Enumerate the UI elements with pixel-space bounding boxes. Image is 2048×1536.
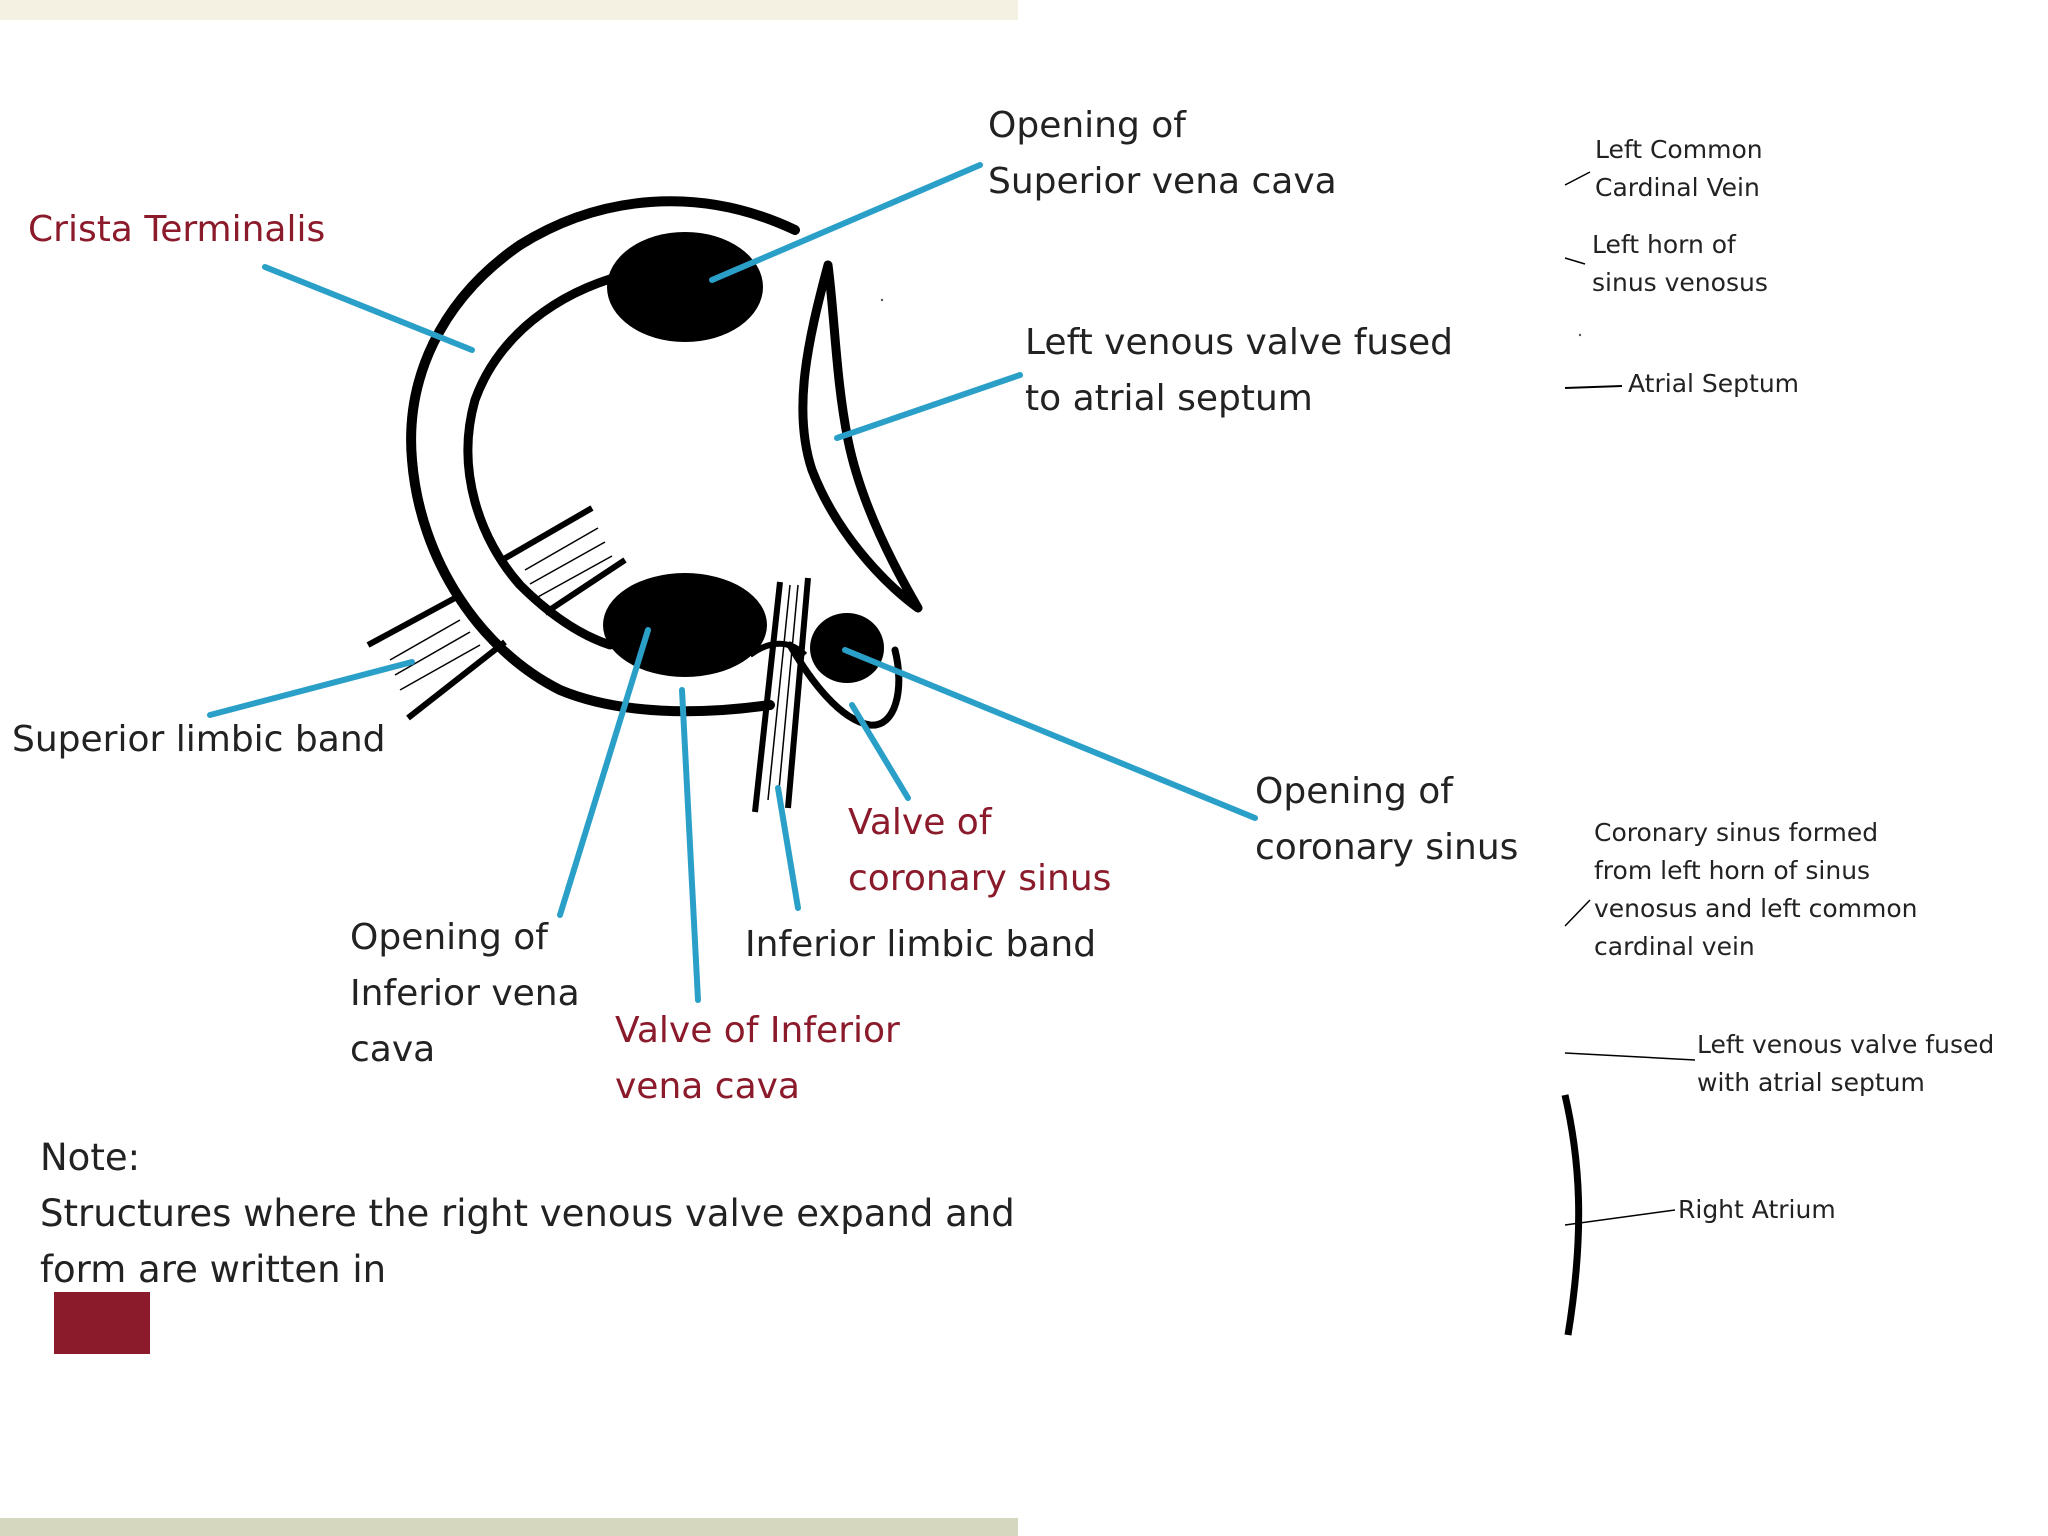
pointer-coronary-opening bbox=[842, 647, 1258, 821]
inferior-limbic-band-hatch bbox=[767, 584, 791, 801]
label-coronary-sinus-valve: Valve of coronary sinus bbox=[848, 795, 1111, 907]
legend-line: from left horn of sinus bbox=[1594, 856, 1871, 885]
pointer-superior-limbic bbox=[207, 659, 415, 718]
legend-left-common-cardinal-vein: Left Common Cardinal Vein bbox=[1595, 131, 1763, 207]
label-coronary-sinus-opening: Opening of coronary sinus bbox=[1255, 764, 1518, 876]
superior-limbic-band-line bbox=[543, 557, 627, 616]
legend-line: Right Atrium bbox=[1678, 1195, 1836, 1224]
pointer-ivc-valve bbox=[679, 687, 701, 1003]
pointer-left-valve bbox=[834, 372, 1023, 441]
label-svc-opening: Opening of Superior vena cava bbox=[988, 98, 1337, 210]
note-block: Note: Structures where the right venous … bbox=[40, 1130, 1015, 1360]
legend-right-atrium: Right Atrium bbox=[1678, 1191, 1836, 1229]
label-line: Opening of bbox=[1255, 771, 1453, 812]
ivc-opening-shape bbox=[603, 573, 767, 677]
legend-line: Left Common bbox=[1595, 135, 1763, 164]
pointer-inferior-limbic bbox=[775, 785, 801, 911]
legend-mark-septum bbox=[1564, 385, 1623, 389]
left-venous-valve-shape bbox=[798, 260, 923, 613]
label-line: Inferior vena bbox=[350, 973, 580, 1014]
legend-line: sinus venosus bbox=[1592, 268, 1768, 297]
legend-left-venous-valve-fused: Left venous valve fused with atrial sept… bbox=[1697, 1026, 1994, 1102]
label-line: vena cava bbox=[615, 1066, 800, 1107]
label-left-venous-valve: Left venous valve fused to atrial septum bbox=[1025, 315, 1453, 427]
legend-mark-horn bbox=[1564, 257, 1586, 265]
note-line-1: Structures where the right venous valve … bbox=[40, 1192, 1015, 1235]
superior-limbic-band-hatch bbox=[529, 541, 606, 585]
label-line: Superior limbic band bbox=[12, 719, 386, 760]
superior-limbic-band-line bbox=[406, 639, 507, 721]
legend-left-horn-sinus-venosus: Left horn of sinus venosus bbox=[1592, 226, 1768, 302]
stray-dot bbox=[880, 298, 884, 302]
superior-limbic-band-hatch bbox=[399, 644, 481, 691]
label-line: cava bbox=[350, 1029, 436, 1070]
stray-dot bbox=[1578, 333, 1582, 337]
label-line: Valve of Inferior bbox=[615, 1010, 900, 1051]
inferior-limbic-band-line bbox=[785, 577, 811, 809]
label-line: Left venous valve fused bbox=[1025, 322, 1453, 363]
red-color-swatch bbox=[54, 1292, 150, 1354]
legend-line: venosus and left common bbox=[1594, 894, 1918, 923]
legend-line: with atrial septum bbox=[1697, 1068, 1925, 1097]
legend-line: Cardinal Vein bbox=[1595, 173, 1760, 202]
bottom-decorative-bar bbox=[0, 1518, 1018, 1536]
superior-limbic-band-hatch bbox=[394, 631, 471, 676]
label-line: Superior vena cava bbox=[988, 161, 1337, 202]
label-line: Opening of bbox=[988, 105, 1186, 146]
legend-mark-fused bbox=[1564, 1052, 1696, 1061]
label-ivc-valve: Valve of Inferior vena cava bbox=[615, 1003, 900, 1115]
superior-limbic-band-hatch bbox=[389, 619, 461, 661]
legend-mark-atrium-curve bbox=[1561, 1094, 1583, 1336]
note-line-2: form are written in bbox=[40, 1242, 1015, 1360]
legend-mark-cardinal bbox=[1564, 171, 1591, 186]
svc-opening-shape bbox=[607, 232, 763, 342]
coronary-sinus-valve-shape bbox=[786, 641, 903, 729]
crista-terminalis-outer-wall bbox=[406, 196, 800, 717]
legend-coronary-sinus-formed: Coronary sinus formed from left horn of … bbox=[1594, 814, 1917, 966]
legend-line: cardinal vein bbox=[1594, 932, 1755, 961]
label-inferior-limbic-band: Inferior limbic band bbox=[745, 917, 1096, 973]
pointer-crista bbox=[262, 264, 475, 353]
legend-mark-atrium bbox=[1564, 1209, 1676, 1226]
legend-atrial-septum: Atrial Septum bbox=[1628, 365, 1799, 403]
pointer-svc bbox=[709, 162, 983, 283]
pointer-ivc-opening bbox=[557, 627, 651, 918]
legend-mark-coronary bbox=[1564, 899, 1591, 927]
superior-limbic-band-hatch bbox=[535, 555, 613, 599]
label-crista-terminalis: Crista Terminalis bbox=[28, 202, 325, 258]
superior-limbic-band-hatch bbox=[524, 527, 599, 571]
note-heading: Note: bbox=[40, 1136, 141, 1179]
label-line: Valve of bbox=[848, 802, 992, 843]
label-line: Inferior limbic band bbox=[745, 924, 1097, 965]
legend-line: Left horn of bbox=[1592, 230, 1736, 259]
top-decorative-bar bbox=[0, 0, 1018, 20]
legend-line: Coronary sinus formed bbox=[1594, 818, 1879, 847]
label-line: coronary sinus bbox=[848, 858, 1112, 899]
inferior-limbic-band-hatch bbox=[777, 584, 799, 801]
legend-line: Left venous valve fused bbox=[1697, 1030, 1995, 1059]
superior-limbic-band-line bbox=[366, 595, 457, 648]
pointer-coronary-valve bbox=[849, 702, 911, 801]
label-line: to atrial septum bbox=[1025, 378, 1313, 419]
label-ivc-opening: Opening of Inferior vena cava bbox=[350, 910, 580, 1078]
label-superior-limbic-band: Superior limbic band bbox=[12, 712, 385, 768]
superior-limbic-band-line bbox=[500, 505, 594, 563]
inferior-limbic-band-line bbox=[752, 581, 783, 813]
label-line: Crista Terminalis bbox=[28, 209, 326, 250]
legend-line: Atrial Septum bbox=[1628, 369, 1800, 398]
label-line: Opening of bbox=[350, 917, 548, 958]
label-line: coronary sinus bbox=[1255, 827, 1519, 868]
right-atrium-inner-wall bbox=[463, 263, 665, 650]
note-line-2-text: form are written in bbox=[40, 1248, 387, 1291]
